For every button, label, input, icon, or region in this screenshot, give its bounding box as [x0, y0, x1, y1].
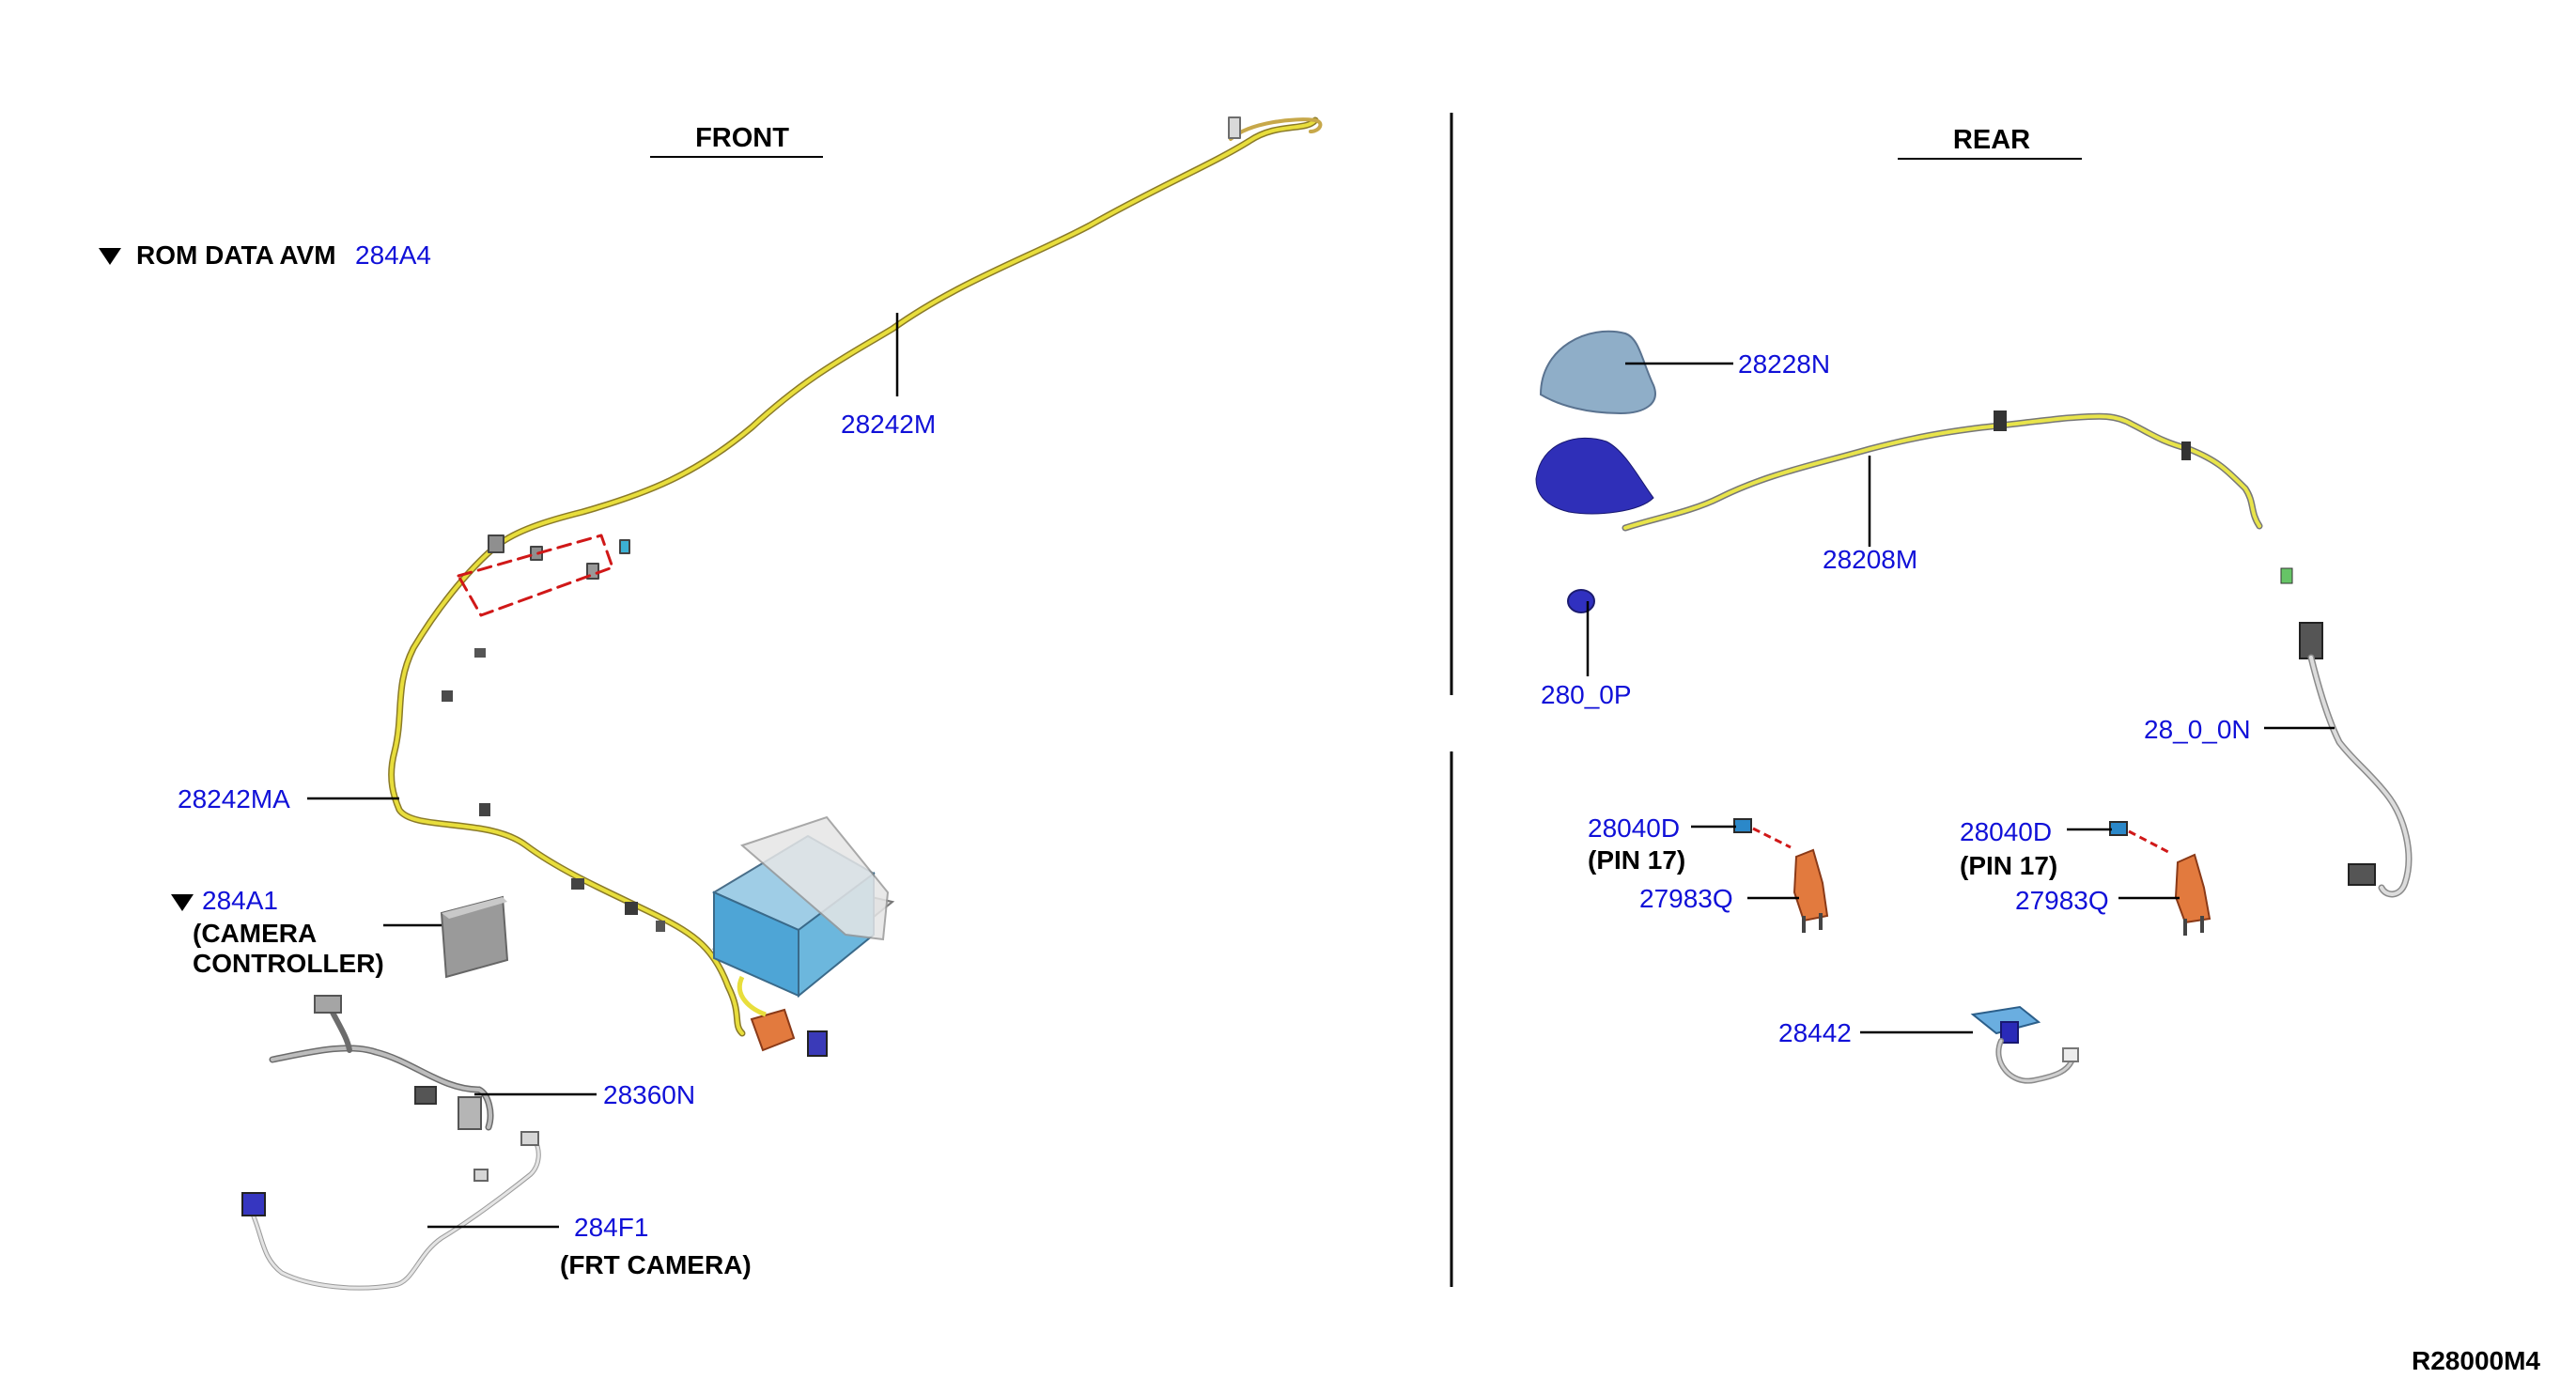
left-connector-illustration: [1733, 818, 1829, 933]
part-28360N[interactable]: 28360N: [603, 1080, 696, 1109]
part-27983Q-right[interactable]: 27983Q: [2015, 886, 2109, 915]
part-28442[interactable]: 28442: [1778, 1018, 1852, 1047]
dashed-callout: [457, 534, 614, 617]
figure-code: R28000M4: [2412, 1346, 2540, 1375]
front-camera-desc: (FRT CAMERA): [560, 1250, 752, 1279]
front-header: FRONT: [695, 123, 789, 153]
part-27983Q-left[interactable]: 27983Q: [1639, 884, 1733, 913]
part-28208M[interactable]: 28208M: [1823, 545, 1918, 574]
left-connector-note: (PIN 17): [1588, 845, 1686, 875]
part-28040D-left[interactable]: 28040D: [1588, 813, 1681, 843]
rear-header: REAR: [1952, 125, 2031, 155]
right-connector-illustration: [2109, 821, 2211, 936]
part-28040D-right[interactable]: 28040D: [1960, 817, 2053, 846]
right-connector-note: (PIN 17): [1960, 851, 2058, 880]
av-unit-illustration: [711, 815, 895, 1057]
part-280_0P[interactable]: 280_0P: [1541, 680, 1632, 709]
camera-controller-desc-1: (CAMERA: [193, 919, 318, 948]
part-28_0_0N[interactable]: 28_0_0N: [2144, 715, 2251, 744]
part-28242MA[interactable]: 28242MA: [178, 784, 290, 813]
bracket-harness-illustration: [269, 995, 494, 1131]
rom-marker-triangle: [99, 248, 121, 265]
leader-lines: [307, 313, 2335, 1229]
part-284A1[interactable]: 284A1: [202, 886, 278, 915]
part-28242M[interactable]: 28242M: [841, 410, 937, 439]
camera-controller-desc-2: CONTROLLER): [193, 949, 384, 978]
part-284A4[interactable]: 284A4: [355, 240, 431, 270]
antenna-base-illustration: [1567, 589, 1595, 613]
front-harness-28242M: [388, 116, 1323, 1037]
antenna-cover-illustration: [1539, 330, 1656, 415]
rom-data-note: ROM DATA AVM: [136, 240, 336, 270]
part-28228N[interactable]: 28228N: [1738, 349, 1831, 379]
front-camera-illustration: [241, 1131, 541, 1291]
front-header-underline: [650, 156, 823, 158]
part-284F1[interactable]: 284F1: [574, 1213, 649, 1242]
antenna-feeder-illustration: [1535, 410, 2413, 898]
rear-header-underline: [1898, 158, 2082, 160]
controller-marker-triangle: [171, 894, 194, 911]
rear-camera-illustration: [1970, 1005, 2079, 1084]
camera-controller-illustration: [440, 895, 509, 979]
